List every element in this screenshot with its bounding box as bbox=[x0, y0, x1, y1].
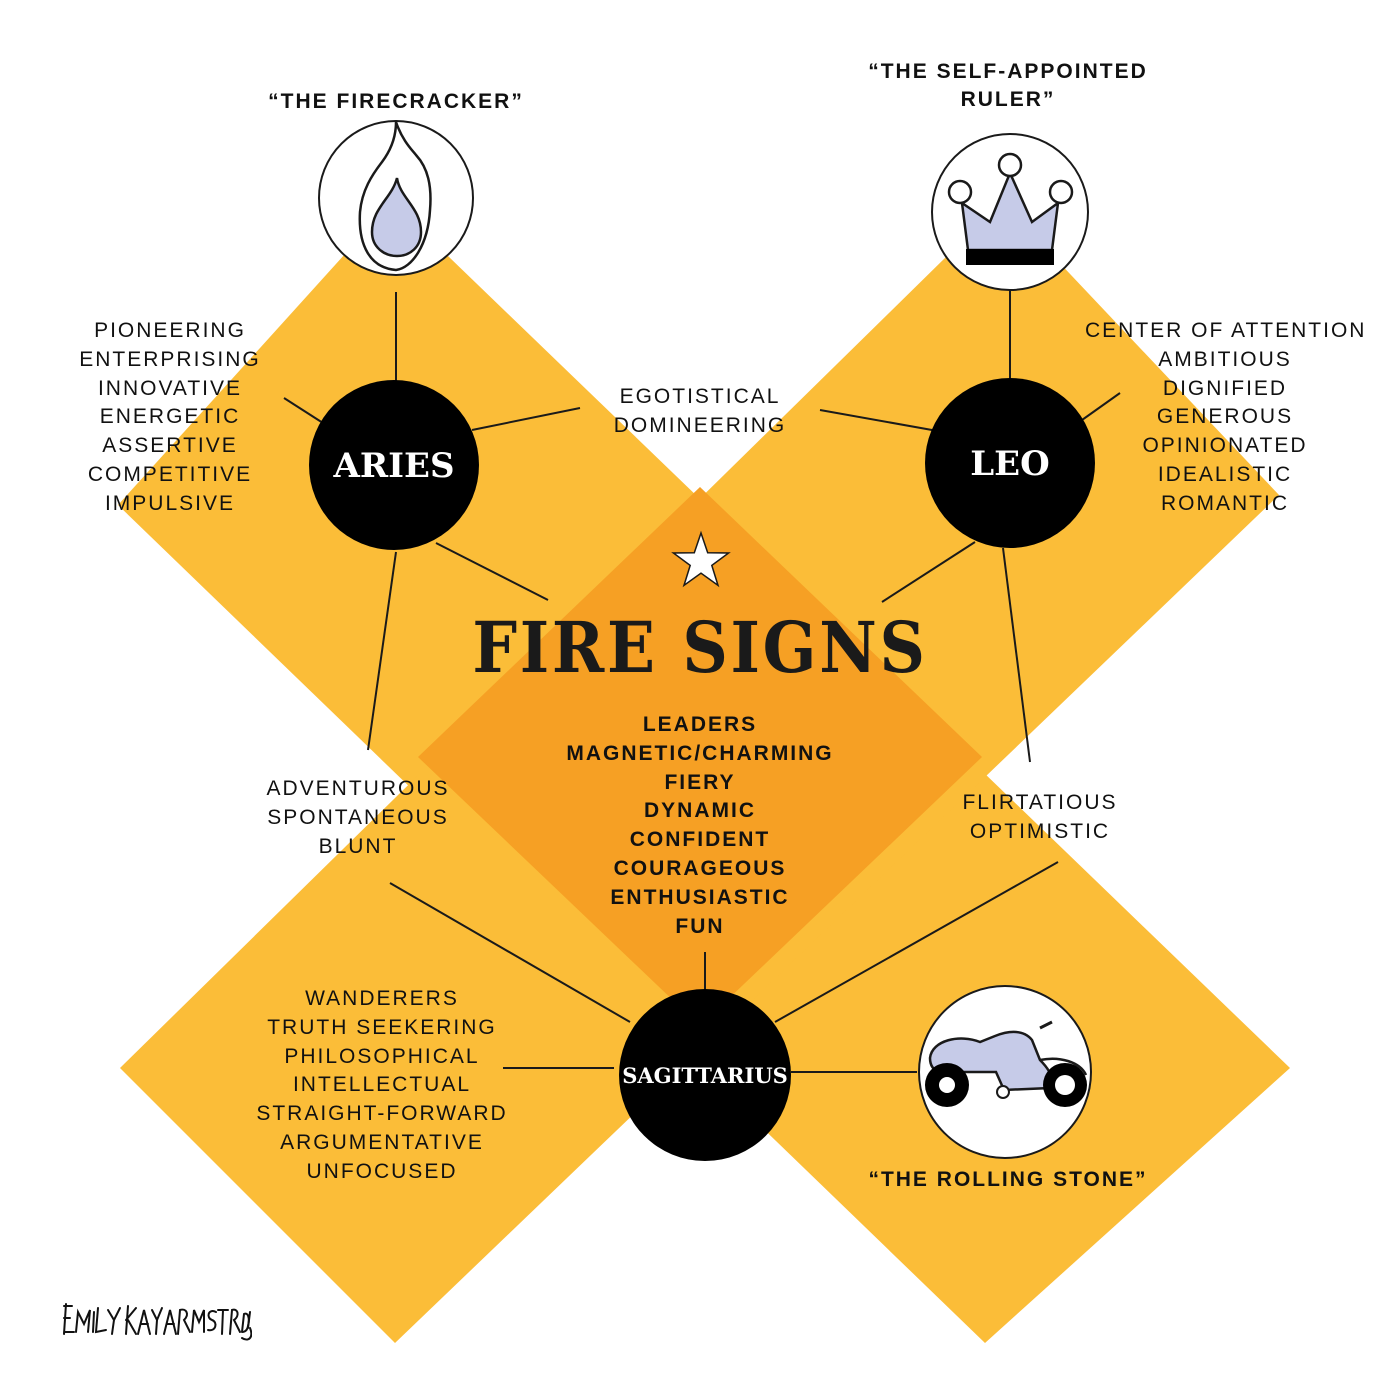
trait-item: ASSERTIVE bbox=[102, 434, 238, 458]
trait-item: FLIRTATIOUS bbox=[962, 791, 1118, 814]
trait-item: FIERY bbox=[664, 770, 736, 794]
flame-icon bbox=[318, 120, 474, 276]
aries-nickname: “THE FIRECRACKER” bbox=[268, 90, 524, 113]
leo-sagittarius-shared-traits: FLIRTATIOUS OPTIMISTIC bbox=[930, 789, 1150, 847]
trait-item: DIGNIFIED bbox=[1162, 376, 1288, 400]
connector-lines bbox=[283, 288, 1121, 1073]
trait-item: OPTIMISTIC bbox=[969, 819, 1111, 843]
trait-item: COURAGEOUS bbox=[613, 856, 787, 880]
leo-traits: CENTER OF ATTENTION AMBITIOUS DIGNIFIED … bbox=[1085, 317, 1365, 519]
trait-item: IDEALISTIC bbox=[1157, 462, 1293, 486]
trait-item: FUN bbox=[675, 914, 725, 938]
crown-icon bbox=[931, 133, 1089, 291]
overlap-diamond bbox=[418, 487, 982, 1026]
sagittarius-traits: WANDERERS TRUTH SEEKERING PHILOSOPHICAL … bbox=[252, 985, 512, 1187]
trait-item: TRUTH SEEKERING bbox=[267, 1015, 497, 1039]
trait-item: CENTER OF ATTENTION bbox=[1085, 319, 1367, 342]
trait-item: CONFIDENT bbox=[629, 828, 771, 852]
trait-item: INTELLECTUAL bbox=[292, 1073, 472, 1097]
trait-item: ARGUMENTATIVE bbox=[280, 1130, 484, 1154]
trait-item: UNFOCUSED bbox=[306, 1159, 458, 1183]
star-icon bbox=[671, 530, 731, 588]
artist-signature bbox=[63, 1303, 252, 1341]
leo-label: LEO bbox=[970, 444, 1050, 484]
leo-node bbox=[925, 378, 1095, 548]
trait-item: PHILOSOPHICAL bbox=[284, 1044, 480, 1068]
trait-item: EGOTISTICAL bbox=[619, 385, 781, 408]
trait-item: ROMANTIC bbox=[1161, 491, 1289, 515]
trait-item: BLUNT bbox=[318, 834, 398, 858]
motorcycle-icon bbox=[918, 985, 1092, 1159]
sagittarius-label: SAGITTARIUS bbox=[622, 1063, 788, 1088]
trait-item: LEADERS bbox=[642, 713, 758, 736]
leo-nickname-line: RULER” bbox=[960, 88, 1056, 111]
trait-item: MAGNETIC/CHARMING bbox=[566, 741, 834, 765]
sagittarius-node bbox=[619, 989, 791, 1161]
trait-item: IMPULSIVE bbox=[104, 491, 236, 515]
trait-item: INNOVATIVE bbox=[97, 376, 243, 400]
sagittarius-nickname: “THE ROLLING STONE” bbox=[868, 1168, 1148, 1191]
trait-item: DYNAMIC bbox=[644, 799, 756, 823]
page-title: FIRE SIGNS bbox=[472, 606, 928, 689]
trait-item: ADVENTUROUS bbox=[266, 777, 450, 800]
trait-item: WANDERERS bbox=[305, 987, 459, 1010]
aries-sagittarius-shared-traits: ADVENTUROUS SPONTANEOUS BLUNT bbox=[248, 775, 468, 861]
leo-nickname: “THE SELF-APPOINTED RULER” bbox=[808, 58, 1208, 114]
center-traits: LEADERS MAGNETIC/CHARMING FIERY DYNAMIC … bbox=[530, 711, 870, 941]
trait-item: COMPETITIVE bbox=[87, 462, 253, 486]
trait-item: ENERGETIC bbox=[99, 405, 241, 429]
trait-item: SPONTANEOUS bbox=[267, 805, 449, 829]
trait-item: ENTERPRISING bbox=[79, 347, 261, 371]
trait-item: AMBITIOUS bbox=[1158, 347, 1292, 371]
aries-label: ARIES bbox=[333, 446, 455, 486]
trait-item: DOMINEERING bbox=[613, 413, 787, 437]
aries-node bbox=[309, 380, 479, 550]
aries-leo-shared-traits: EGOTISTICAL DOMINEERING bbox=[590, 383, 810, 441]
trait-item: STRAIGHT-FORWARD bbox=[256, 1102, 508, 1126]
trait-item: PIONEERING bbox=[94, 319, 246, 342]
trait-item: OPINIONATED bbox=[1142, 434, 1308, 458]
aries-traits: PIONEERING ENTERPRISING INNOVATIVE ENERG… bbox=[60, 317, 280, 519]
leo-nickname-line: “THE SELF-APPOINTED bbox=[868, 60, 1148, 83]
trait-item: GENEROUS bbox=[1156, 405, 1294, 429]
trait-item: ENTHUSIASTIC bbox=[610, 885, 790, 909]
